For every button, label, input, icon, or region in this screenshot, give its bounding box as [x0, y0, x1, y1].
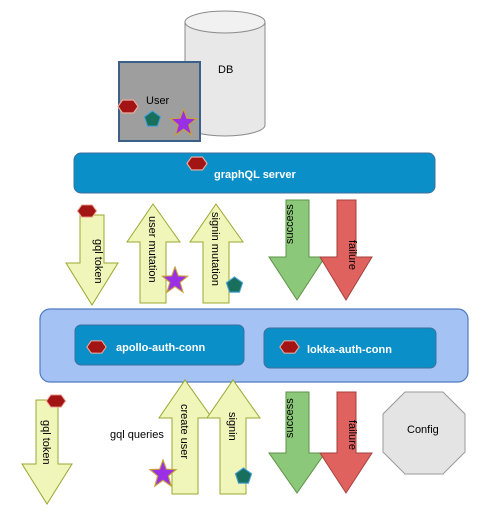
top-failure-arrow: failure: [319, 199, 373, 301]
db-cylinder: DB: [184, 10, 266, 137]
signin-arrow: signin: [206, 379, 261, 495]
bottom-failure-arrow: failure: [319, 391, 373, 494]
lokka-auth-conn-box: lokka-auth-conn: [263, 327, 437, 369]
db-label: DB: [218, 64, 233, 76]
signin-mutation-arrow: signin mutation: [189, 203, 244, 304]
hexagon-icon: [186, 156, 208, 171]
hexagon-icon: [117, 99, 139, 114]
signin-mutation-label: signin mutation: [209, 212, 221, 286]
hexagon-icon: [45, 394, 67, 408]
top-gql-token-arrow: gql token: [65, 214, 119, 306]
apollo-auth-conn-box: apollo-auth-conn: [74, 324, 245, 366]
apollo-auth-conn-label: apollo-auth-conn: [116, 342, 205, 354]
hexagon-icon: [86, 340, 107, 354]
hexagon-icon: [279, 340, 300, 354]
user-mutation-label: user mutation: [146, 216, 158, 283]
top-gql-token-label: gql token: [92, 239, 104, 284]
bottom-gql-token-label: gql token: [40, 420, 52, 465]
lokka-auth-conn-label: lokka-auth-conn: [307, 344, 392, 356]
config-octagon: Config: [382, 391, 466, 475]
user-label: User: [146, 95, 170, 107]
top-success-label: success: [284, 204, 296, 244]
bottom-success-arrow: success: [268, 391, 326, 494]
bottom-failure-label: failure: [346, 420, 358, 450]
hexagon-icon: [76, 204, 98, 218]
config-label: Config: [407, 424, 439, 436]
graphql-server-bar: graphQL server: [73, 152, 436, 194]
top-failure-label: failure: [346, 240, 358, 270]
bottom-success-label: success: [284, 398, 296, 438]
create-user-label: create user: [178, 404, 190, 459]
graphql-server-label: graphQL server: [214, 169, 296, 181]
user-mutation-arrow: user mutation: [126, 203, 181, 304]
bottom-gql-token-arrow: gql token: [21, 399, 73, 505]
top-success-arrow: success: [268, 199, 326, 301]
gql-queries-label: gql queries: [110, 429, 164, 441]
signin-label: signin: [226, 412, 238, 441]
